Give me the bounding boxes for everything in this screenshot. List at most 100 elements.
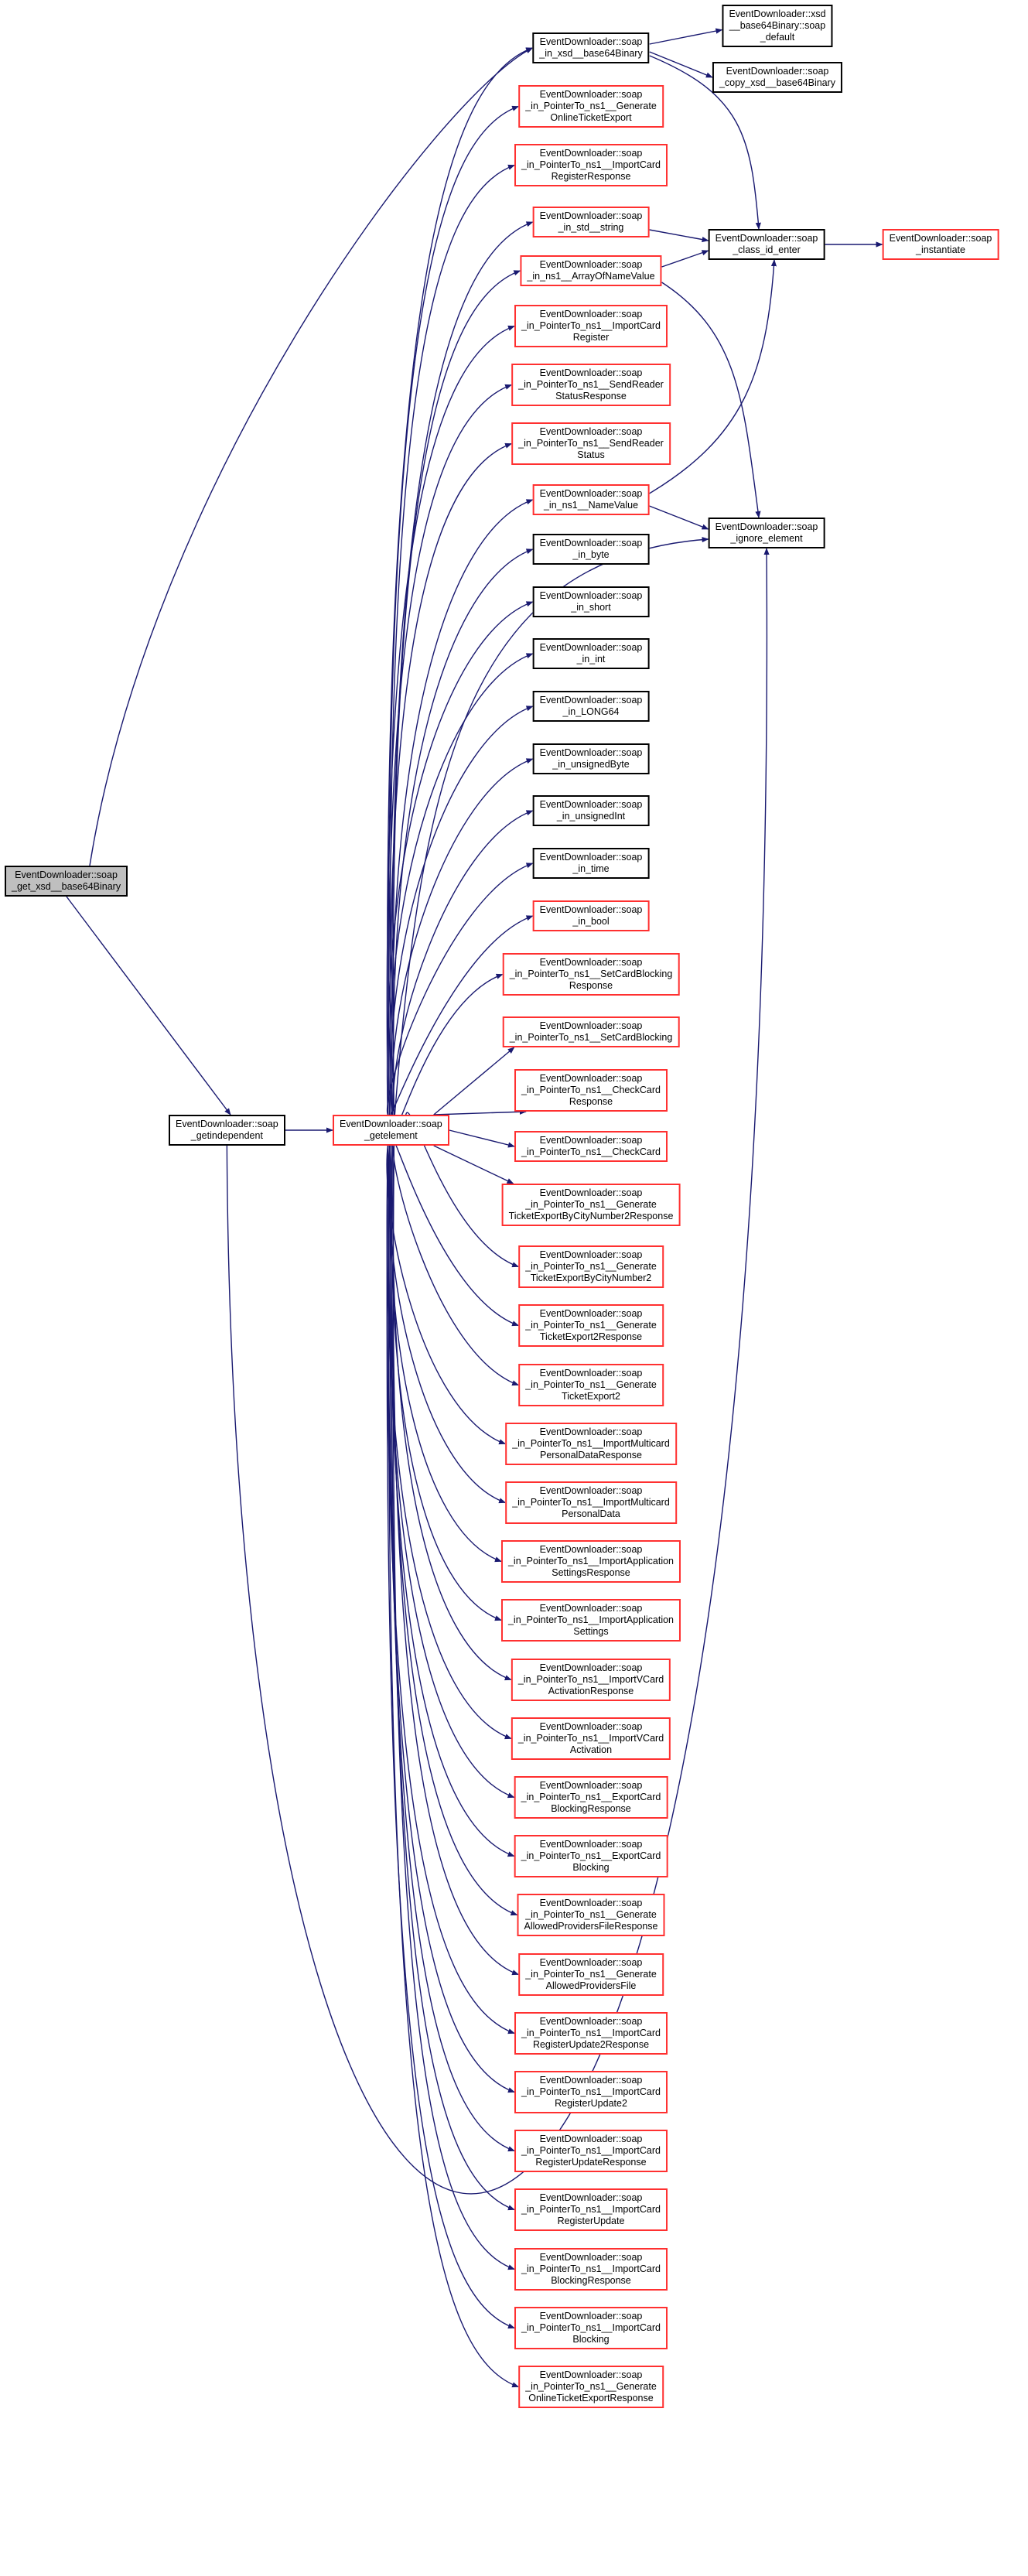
node-label-line: _getindependent	[190, 1130, 263, 1141]
node-label-line: _in_time	[572, 863, 610, 874]
edge-getelement-to-callee	[386, 47, 534, 1115]
node-in-short[interactable]: EventDownloader::soap_in_short	[532, 586, 650, 617]
node-in-pointerto-ns1-importapplication-settingsresponse[interactable]: EventDownloader::soap_in_PointerTo_ns1__…	[500, 1540, 681, 1583]
node-label-line: _in_PointerTo_ns1__ImportApplication	[507, 1614, 675, 1625]
edge-getelement-to-callee	[386, 325, 515, 1115]
node-in-ns1-namevalue[interactable]: EventDownloader::soap_in_ns1__NameValue	[532, 484, 650, 515]
node-ignore-element[interactable]: EventDownloader::soap_ignore_element	[708, 518, 825, 548]
node-label-line: EventDownloader::soap	[539, 36, 643, 47]
node-in-pointerto-ns1-importvcard-activation[interactable]: EventDownloader::soap_in_PointerTo_ns1__…	[511, 1717, 671, 1760]
node-label-line: EventDownloader::soap	[539, 1485, 643, 1496]
node-label-line: PersonalData	[562, 1508, 620, 1519]
node-label-line: RegisterResponse	[551, 171, 631, 182]
node-get-xsd-base64binary[interactable]: EventDownloader::soap_get_xsd__base64Bin…	[5, 866, 128, 897]
node-in-pointerto-ns1-importvcard-activationresponse[interactable]: EventDownloader::soap_in_PointerTo_ns1__…	[511, 1659, 671, 1701]
node-in-pointerto-ns1-importmulticard-personaldata[interactable]: EventDownloader::soap_in_PointerTo_ns1__…	[505, 1481, 677, 1524]
node-in-pointerto-ns1-importcard-registerupdate2response[interactable]: EventDownloader::soap_in_PointerTo_ns1__…	[514, 2012, 668, 2055]
edge-getelement-to-callee	[392, 548, 534, 1115]
node-base64binary-soap-default[interactable]: EventDownloader::xsd__base64Binary::soap…	[722, 5, 833, 47]
node-label-line: EventDownloader::soap	[539, 1544, 643, 1555]
node-instantiate[interactable]: EventDownloader::soap_instantiate	[882, 229, 999, 260]
node-label-line: EventDownloader::soap	[539, 590, 643, 601]
edge-getelement-to-callee	[389, 1145, 502, 1563]
node-in-xsd-base64binary[interactable]: EventDownloader::soap_in_xsd__base64Bina…	[532, 32, 650, 63]
node-in-pointerto-ns1-generate-ticketexportbycitynumber2[interactable]: EventDownloader::soap_in_PointerTo_ns1__…	[518, 1245, 664, 1288]
node-in-pointerto-ns1-exportcard-blockingresponse[interactable]: EventDownloader::soap_in_PointerTo_ns1__…	[514, 1776, 668, 1819]
node-in-pointerto-ns1-checkcard-response[interactable]: EventDownloader::soap_in_PointerTo_ns1__…	[514, 1069, 668, 1112]
node-label-line: EventDownloader::soap	[539, 2075, 643, 2086]
node-in-pointerto-ns1-generate-ticketexport2response[interactable]: EventDownloader::soap_in_PointerTo_ns1__…	[518, 1304, 664, 1347]
node-in-bool[interactable]: EventDownloader::soap_in_bool	[532, 900, 650, 931]
node-in-pointerto-ns1-setcardblocking-response[interactable]: EventDownloader::soap_in_PointerTo_ns1__…	[502, 953, 680, 996]
edge-get-to-getindependent	[66, 896, 231, 1115]
node-in-pointerto-ns1-exportcard-blocking[interactable]: EventDownloader::soap_in_PointerTo_ns1__…	[514, 1835, 668, 1877]
node-in-pointerto-ns1-importcard-registerupdate[interactable]: EventDownloader::soap_in_PointerTo_ns1__…	[514, 2188, 668, 2231]
node-copy-xsd-base64binary[interactable]: EventDownloader::soap_copy_xsd__base64Bi…	[712, 62, 843, 93]
node-label-line: _in_std__string	[558, 222, 624, 233]
node-in-time[interactable]: EventDownloader::soap_in_time	[532, 848, 650, 879]
node-label-line: EventDownloader::soap	[539, 538, 643, 548]
edge-getelement-to-callee	[389, 705, 534, 1115]
edge-string-to-class-id	[649, 229, 709, 243]
node-label-line: _in_PointerTo_ns1__ImportMulticard	[512, 1438, 670, 1449]
node-in-pointerto-ns1-generate-onlineticketexportresponse[interactable]: EventDownloader::soap_in_PointerTo_ns1__…	[518, 2366, 664, 2408]
node-in-ns1-arrayofnamevalue[interactable]: EventDownloader::soap_in_ns1__ArrayOfNam…	[520, 255, 662, 286]
node-in-pointerto-ns1-sendreader-status[interactable]: EventDownloader::soap_in_PointerTo_ns1__…	[511, 422, 671, 465]
node-label-line: EventDownloader::soap	[539, 367, 643, 378]
node-label-line: TicketExport2Response	[539, 1331, 643, 1342]
node-getelement[interactable]: EventDownloader::soap_getelement	[333, 1115, 449, 1146]
edge-getelement-to-callee	[388, 1145, 520, 2388]
node-in-pointerto-ns1-sendreader-statusresponse[interactable]: EventDownloader::soap_in_PointerTo_ns1__…	[511, 364, 671, 406]
node-in-unsignedbyte[interactable]: EventDownloader::soap_in_unsignedByte	[532, 743, 650, 774]
node-in-pointerto-ns1-checkcard[interactable]: EventDownloader::soap_in_PointerTo_ns1__…	[514, 1131, 668, 1162]
node-label-line: EventDownloader::soap	[715, 521, 818, 532]
node-class-id-enter[interactable]: EventDownloader::soap_class_id_enter	[708, 229, 825, 260]
node-label-line: EventDownloader::soap	[539, 2016, 643, 2027]
node-label-line: TicketExportByCityNumber2Response	[508, 1211, 674, 1221]
node-label-line: EventDownloader::soap	[539, 1426, 643, 1437]
node-in-pointerto-ns1-importcard-blockingresponse[interactable]: EventDownloader::soap_in_PointerTo_ns1__…	[514, 2248, 668, 2291]
node-in-pointerto-ns1-generate-ticketexportbycitynumber2response[interactable]: EventDownloader::soap_in_PointerTo_ns1__…	[501, 1184, 681, 1226]
node-label-line: Response	[569, 1096, 613, 1107]
node-in-std-string[interactable]: EventDownloader::soap_in_std__string	[532, 207, 650, 237]
edge-getelement-to-callee	[388, 384, 513, 1115]
node-in-pointerto-ns1-importapplication-settings[interactable]: EventDownloader::soap_in_PointerTo_ns1__…	[500, 1599, 681, 1642]
node-in-pointerto-ns1-setcardblocking[interactable]: EventDownloader::soap_in_PointerTo_ns1__…	[502, 1016, 680, 1047]
node-label-line: EventDownloader::soap	[539, 642, 643, 653]
node-label-line: EventDownloader::soap	[539, 799, 643, 810]
node-getindependent[interactable]: EventDownloader::soap_getindependent	[169, 1115, 285, 1146]
node-label-line: _in_PointerTo_ns1__Generate	[525, 1320, 657, 1331]
node-label-line: _in_PointerTo_ns1__ImportApplication	[507, 1556, 675, 1566]
node-in-pointerto-ns1-importcard-register[interactable]: EventDownloader::soap_in_PointerTo_ns1__…	[514, 305, 668, 347]
node-label-line: _in_PointerTo_ns1__Generate	[525, 101, 657, 111]
node-in-pointerto-ns1-importmulticard-personaldataresponse[interactable]: EventDownloader::soap_in_PointerTo_ns1__…	[505, 1423, 677, 1465]
edge-getelement-to-callee	[392, 810, 534, 1115]
edge-getelement-to-callee	[386, 1145, 515, 2329]
node-in-pointerto-ns1-generate-allowedprovidersfileresponse[interactable]: EventDownloader::soap_in_PointerTo_ns1__…	[517, 1894, 665, 1936]
node-in-pointerto-ns1-generate-allowedprovidersfile[interactable]: EventDownloader::soap_in_PointerTo_ns1__…	[518, 1953, 664, 1996]
edge-getelement-to-callee	[388, 105, 520, 1115]
node-in-byte[interactable]: EventDownloader::soap_in_byte	[532, 534, 650, 565]
node-in-long64[interactable]: EventDownloader::soap_in_LONG64	[532, 691, 650, 722]
edge-in-xsd-to-class-id	[649, 55, 761, 230]
node-in-pointerto-ns1-generate-onlineticketexport[interactable]: EventDownloader::soap_in_PointerTo_ns1__…	[518, 85, 664, 128]
node-label-line: EventDownloader::soap	[539, 89, 643, 100]
node-label-line: EventDownloader::soap	[539, 426, 643, 437]
node-label-line: _in_ns1__ArrayOfNameValue	[527, 271, 655, 282]
node-label-line: EventDownloader::soap	[539, 210, 643, 221]
node-in-pointerto-ns1-importcard-registerresponse[interactable]: EventDownloader::soap_in_PointerTo_ns1__…	[514, 144, 668, 186]
node-label-line: EventDownloader::soap	[539, 309, 643, 319]
node-in-pointerto-ns1-importcard-blocking[interactable]: EventDownloader::soap_in_PointerTo_ns1__…	[514, 2307, 668, 2349]
node-label-line: Blocking	[572, 1862, 610, 1873]
node-in-unsignedint[interactable]: EventDownloader::soap_in_unsignedInt	[532, 795, 650, 826]
edge-getelement-to-callee	[391, 499, 534, 1115]
node-label-line: _in_PointerTo_ns1__ImportVCard	[517, 1733, 664, 1744]
edge-getelement-to-callee	[388, 1145, 507, 1504]
node-in-pointerto-ns1-importcard-registerupdateresponse[interactable]: EventDownloader::soap_in_PointerTo_ns1__…	[514, 2130, 668, 2172]
node-label-line: EventDownloader::soap	[539, 1135, 643, 1146]
node-in-pointerto-ns1-importcard-registerupdate2[interactable]: EventDownloader::soap_in_PointerTo_ns1__…	[514, 2071, 668, 2113]
node-label-line: _in_unsignedInt	[556, 811, 626, 822]
node-in-int[interactable]: EventDownloader::soap_in_int	[532, 638, 650, 669]
node-in-pointerto-ns1-generate-ticketexport2[interactable]: EventDownloader::soap_in_PointerTo_ns1__…	[518, 1364, 664, 1406]
